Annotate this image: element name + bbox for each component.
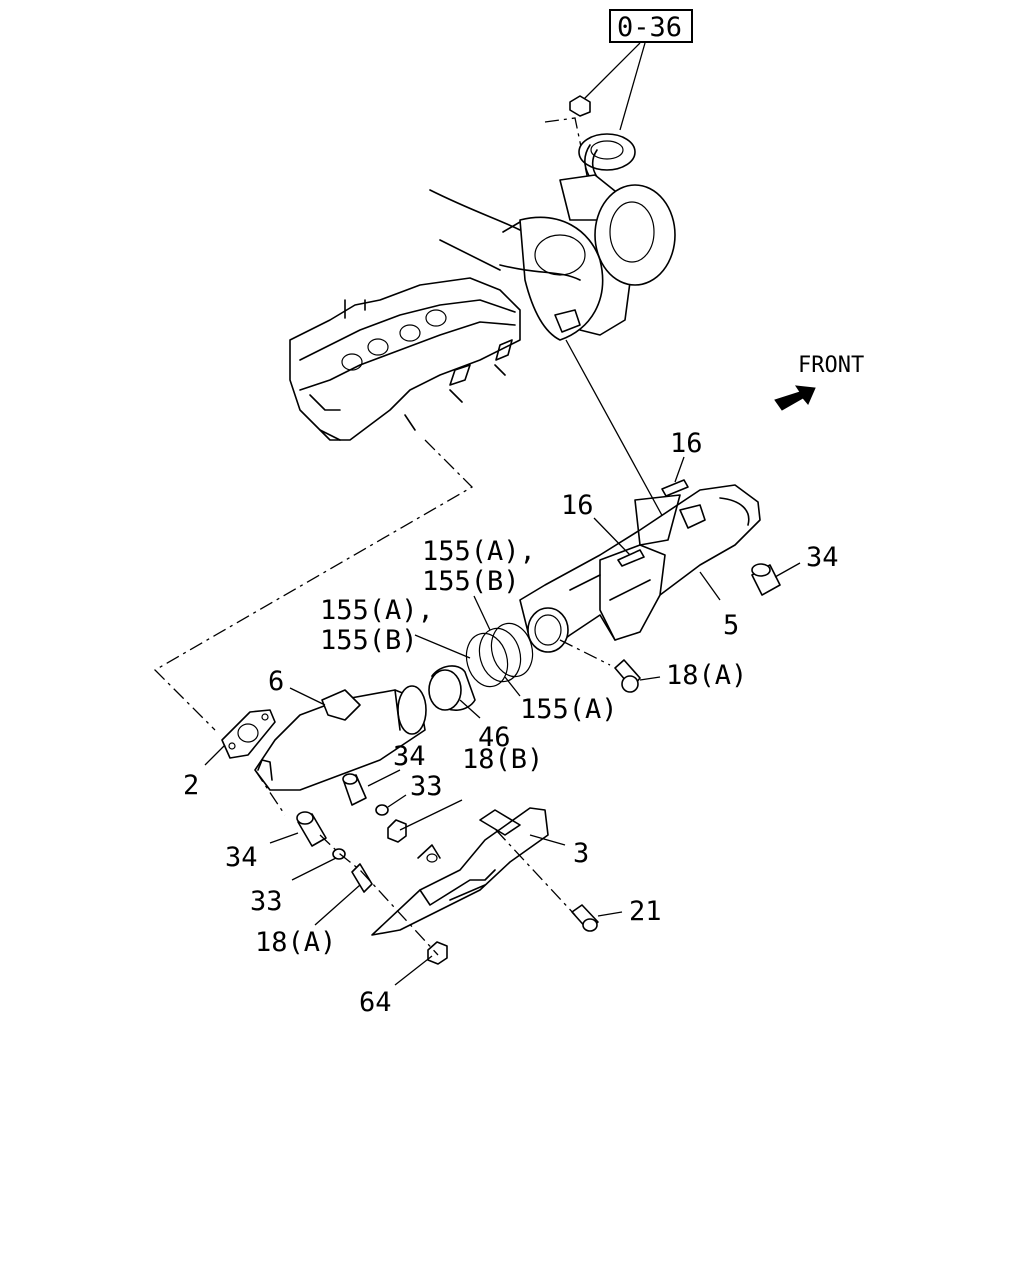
label-3: 3	[573, 838, 589, 869]
label-5: 5	[723, 610, 739, 641]
front-arrow-icon	[774, 385, 816, 411]
bolt-18a-left[interactable]	[351, 863, 373, 893]
label-18a-left: 18(A)	[255, 927, 336, 958]
elbow-pipe-6[interactable]	[254, 685, 427, 791]
fastener-axis-21	[495, 829, 576, 916]
label-18b: 18(B)	[462, 744, 543, 775]
stud-16-mid[interactable]	[617, 549, 645, 567]
nut-18b[interactable]	[387, 819, 407, 843]
label-155ab-2-line2: 155(B)	[320, 625, 418, 656]
washer-33-left[interactable]	[332, 848, 346, 860]
label-34-right: 34	[806, 542, 839, 573]
label-34-mid: 34	[393, 741, 426, 772]
label-16-mid: 16	[561, 490, 594, 521]
label-155a: 155(A)	[520, 694, 618, 725]
outlet-pipe[interactable]	[519, 484, 761, 653]
label-46: 46	[478, 722, 511, 753]
label-16-top: 16	[670, 428, 703, 459]
label-33-left: 33	[250, 886, 283, 917]
label-18a-right: 18(A)	[666, 660, 747, 691]
label-2: 2	[183, 770, 199, 801]
washer-33-mid[interactable]	[375, 804, 389, 816]
heat-shield-3[interactable]	[371, 807, 549, 936]
stud-16-top[interactable]	[661, 479, 689, 497]
label-155ab-1-line2: 155(B)	[422, 566, 520, 597]
gasket-2[interactable]	[221, 709, 276, 759]
leader-lines	[204, 456, 801, 986]
reference-box-label: 0-36	[617, 12, 682, 43]
front-label: FRONT	[798, 353, 864, 378]
fastener-axis-left	[254, 769, 439, 956]
label-155ab-1-line1: 155(A),	[422, 536, 536, 567]
sleeve-46[interactable]	[428, 665, 476, 711]
label-34-left: 34	[225, 842, 258, 873]
reference-leader	[582, 42, 646, 131]
head-to-gasket-line	[153, 439, 474, 731]
nut-64[interactable]	[427, 941, 448, 965]
cylinder-head	[289, 277, 521, 441]
o-rings-155[interactable]	[461, 619, 539, 692]
label-6: 6	[268, 666, 284, 697]
label-155ab-2-line1: 155(A),	[320, 595, 434, 626]
label-33-mid: 33	[410, 771, 443, 802]
label-21: 21	[629, 896, 662, 927]
reference-box[interactable]: 0-36	[609, 9, 693, 43]
label-64: 64	[359, 987, 392, 1018]
turbocharger	[429, 95, 676, 341]
